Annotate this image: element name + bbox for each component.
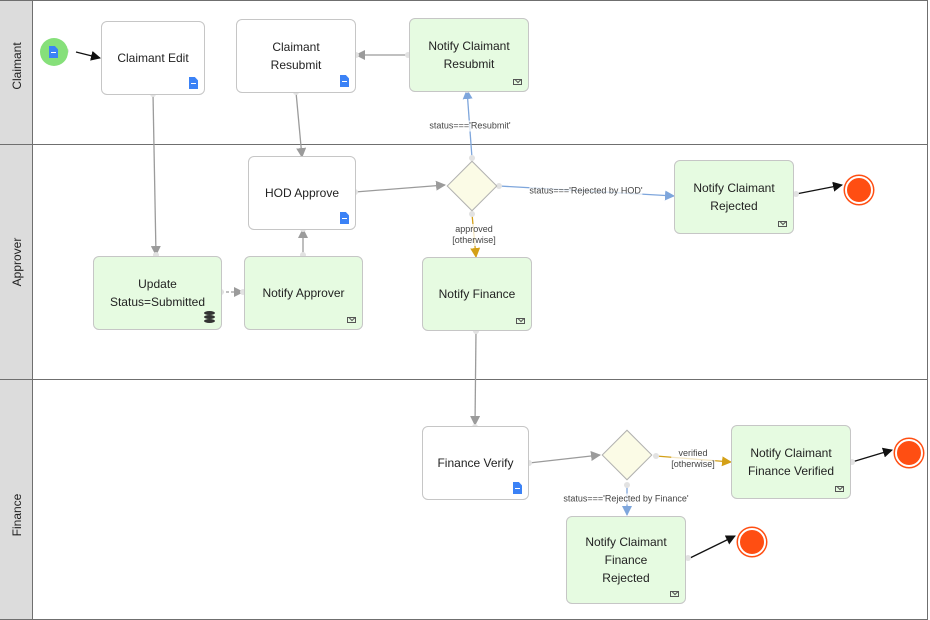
start-event[interactable] <box>40 38 68 66</box>
edge-label-verified-line1: verified <box>678 448 708 458</box>
task-claimant-edit[interactable]: Claimant Edit <box>101 21 205 95</box>
mail-icon <box>516 318 525 324</box>
flow-notify-claimant-finance-rejected-to-end[interactable] <box>689 535 736 559</box>
task-hod-approve[interactable]: HOD Approve <box>248 156 356 230</box>
end-event-finance-verified[interactable] <box>895 439 923 467</box>
flow-claimant-edit-to-update-status[interactable] <box>150 93 161 256</box>
task-update-status-submitted[interactable]: Update Status=Submitted <box>93 256 222 330</box>
flow-notify-claimant-finance-verified-to-end[interactable] <box>851 447 893 463</box>
task-notify-approver[interactable]: Notify Approver <box>244 256 363 330</box>
task-claimant-resubmit[interactable]: Claimant Resubmit <box>236 19 356 93</box>
task-notify-finance[interactable]: Notify Finance <box>422 257 532 331</box>
document-icon <box>513 482 522 494</box>
mail-icon <box>670 591 679 597</box>
lane-label-finance: Finance <box>10 493 24 537</box>
flow-notify-finance-to-finance-verify[interactable] <box>470 330 481 426</box>
mail-icon <box>835 486 844 492</box>
flow-start-to-claimant-edit[interactable] <box>75 50 101 61</box>
edge-label-verified-line2: [otherwise] <box>671 459 715 469</box>
mail-icon <box>347 317 356 323</box>
document-icon <box>340 212 349 224</box>
document-icon <box>340 75 349 87</box>
lane-label-approver: Approver <box>10 237 24 287</box>
flow-claimant-resubmit-to-hod-approve[interactable] <box>295 91 307 158</box>
end-event-finance-rejected[interactable] <box>738 528 766 556</box>
edge-label-approved-line2: [otherwise] <box>452 235 496 245</box>
lane-header-approver <box>0 145 33 379</box>
task-notify-claimant-rejected[interactable]: Notify Claimant Rejected <box>674 160 794 234</box>
flow-hod-approve-to-gateway[interactable] <box>354 180 446 193</box>
lane-header-finance <box>0 380 33 619</box>
database-icon <box>204 311 215 324</box>
document-icon <box>189 77 198 89</box>
task-finance-verify[interactable]: Finance Verify <box>422 426 529 500</box>
edge-label-resubmit: status==='Resubmit' <box>429 120 511 132</box>
flow-notify-claimant-rejected-to-end[interactable] <box>795 181 843 195</box>
lane-header-claimant <box>0 1 33 144</box>
document-icon <box>49 46 58 58</box>
mail-icon <box>513 79 522 85</box>
flow-finance-verify-to-gateway[interactable] <box>528 451 601 464</box>
lane-label-claimant: Claimant <box>10 42 24 90</box>
edge-label-rejected-by-finance: status==='Rejected by Finance' <box>563 493 689 505</box>
edge-label-approved: approved [otherwise] <box>452 224 496 246</box>
task-notify-claimant-finance-rejected[interactable]: Notify Claimant Finance Rejected <box>566 516 686 604</box>
edge-label-rejected-by-hod: status==='Rejected by HOD' <box>529 185 643 197</box>
task-notify-claimant-resubmit[interactable]: Notify Claimant Resubmit <box>409 18 529 92</box>
end-event-hod-rejected[interactable] <box>845 176 873 204</box>
task-notify-claimant-finance-verified[interactable]: Notify Claimant Finance Verified <box>731 425 851 499</box>
mail-icon <box>778 221 787 227</box>
edge-label-verified: verified [otherwise] <box>671 448 715 470</box>
edge-label-approved-line1: approved <box>455 224 493 234</box>
